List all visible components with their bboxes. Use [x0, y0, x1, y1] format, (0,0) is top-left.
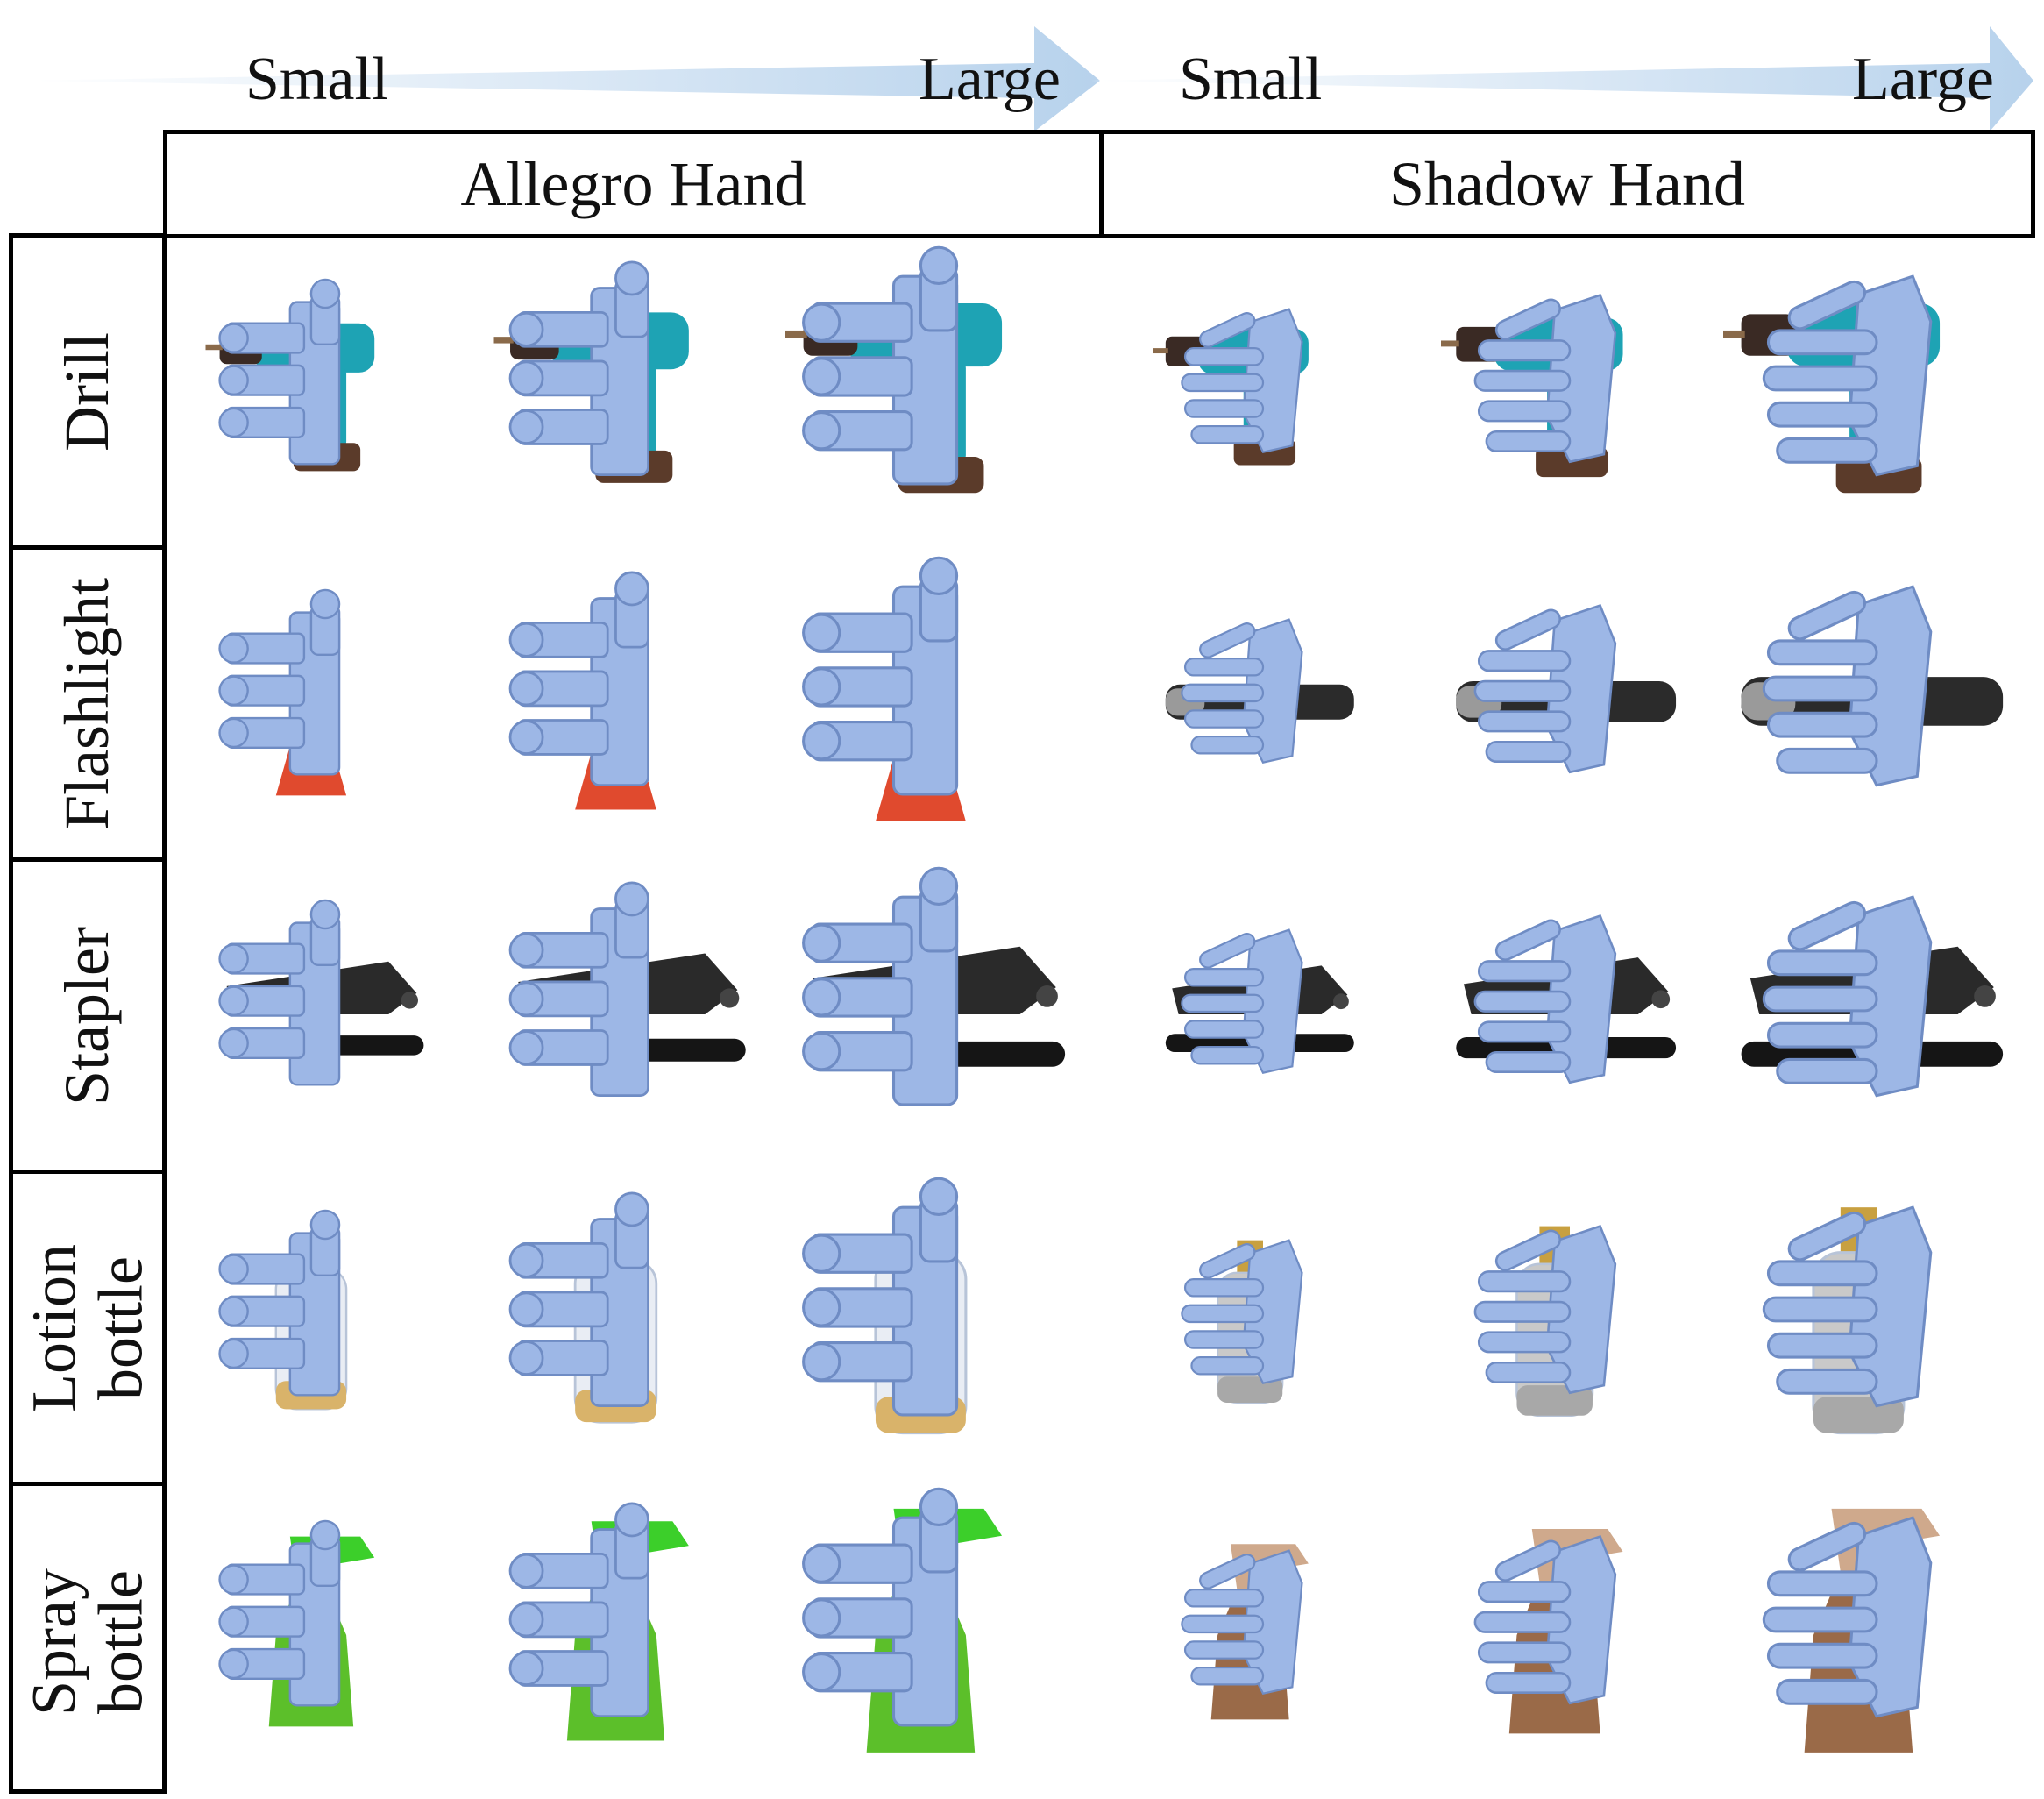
grasp-illustration	[218, 899, 424, 1086]
grasp-image-drill-shadow-3	[1723, 238, 2030, 549]
grasp-image-spray-allegro-3	[785, 1480, 1092, 1790]
row-label-line1: Spray	[18, 1568, 89, 1716]
grasp-image-drill-allegro-2	[479, 238, 785, 549]
grasp-image-flashlight-allegro-1	[172, 549, 479, 859]
allegro-small-label: Small	[245, 46, 389, 113]
grasp-illustration	[1456, 603, 1677, 774]
grasp-illustration	[205, 278, 375, 472]
grasp-illustration	[1473, 1528, 1623, 1734]
shadow-large-label: Large	[1852, 46, 1994, 113]
grasp-illustration	[1723, 274, 1941, 494]
grasp-image-spray-allegro-1	[172, 1480, 479, 1790]
grasp-illustration	[1181, 1239, 1303, 1404]
grasp-image-lotion-allegro-2	[479, 1170, 785, 1480]
grasp-image-lotion-shadow-3	[1723, 1170, 2030, 1480]
grasp-image-drill-shadow-2	[1416, 238, 1723, 549]
grasp-image-drill-shadow-1	[1110, 238, 1416, 549]
grasp-image-stapler-shadow-3	[1723, 859, 2030, 1170]
row-label-drill: Drill	[13, 238, 162, 550]
grasp-illustration	[1762, 1205, 1933, 1435]
grasp-illustration	[508, 571, 656, 810]
grasp-image-flashlight-shadow-1	[1110, 549, 1416, 859]
grasp-image-lotion-shadow-2	[1416, 1170, 1723, 1480]
allegro-hand-header: Allegro Hand	[167, 134, 1104, 234]
grasp-illustration	[1153, 308, 1309, 466]
grasp-image-spray-allegro-2	[479, 1480, 785, 1790]
shadow-scale-arrow	[1091, 26, 2033, 132]
allegro-scale-arrow	[26, 26, 1100, 132]
grasp-image-spray-shadow-2	[1416, 1480, 1723, 1790]
grasp-image-lotion-allegro-1	[172, 1170, 479, 1480]
scale-arrows	[26, 26, 2033, 132]
shadow-hand-header: Shadow Hand	[1389, 148, 1745, 219]
grasp-illustration	[1741, 585, 2004, 787]
grasp-illustration	[802, 1487, 1003, 1753]
grasp-illustration	[218, 1519, 375, 1727]
grasp-image-stapler-shadow-1	[1110, 859, 1416, 1170]
row-label-line1: Flashlight	[52, 577, 123, 830]
grasp-image-grid	[172, 238, 2039, 1790]
grasp-illustration	[802, 1177, 968, 1435]
grasp-image-flashlight-shadow-3	[1723, 549, 2030, 859]
grasp-illustration	[1441, 293, 1623, 478]
grasp-illustration	[1165, 618, 1354, 764]
grasp-image-stapler-allegro-2	[479, 859, 785, 1170]
grasp-image-spray-shadow-1	[1110, 1480, 1416, 1790]
grasp-illustration	[493, 260, 689, 483]
grasp-image-flashlight-allegro-2	[479, 549, 785, 859]
row-label-line2: bottle	[85, 1570, 155, 1714]
grasp-image-flashlight-shadow-2	[1416, 549, 1723, 859]
grasp-illustration	[1181, 1544, 1309, 1720]
grasp-illustration	[218, 588, 347, 796]
grasp-image-stapler-allegro-3	[785, 859, 1092, 1170]
grasp-illustration	[1473, 1224, 1617, 1418]
grasp-illustration	[785, 245, 1003, 494]
grasp-image-drill-allegro-1	[172, 238, 479, 549]
grasp-illustration	[508, 881, 746, 1098]
grasp-illustration	[802, 556, 966, 821]
grasp-image-lotion-shadow-1	[1110, 1170, 1416, 1480]
row-label-line2: bottle	[85, 1255, 155, 1400]
column-header: Allegro Hand Shadow Hand	[163, 130, 2035, 238]
grasp-illustration	[1165, 928, 1354, 1074]
shadow-small-label: Small	[1179, 46, 1323, 113]
grasp-image-lotion-allegro-3	[785, 1170, 1092, 1480]
grasp-illustration	[508, 1191, 658, 1424]
row-label-line1: Drill	[52, 331, 123, 452]
grasp-image-flashlight-allegro-3	[785, 549, 1092, 859]
row-label-line1: Lotion	[18, 1243, 89, 1412]
grasp-image-stapler-shadow-2	[1416, 859, 1723, 1170]
grasp-image-stapler-allegro-1	[172, 859, 479, 1170]
row-label-text: Flashlight	[52, 577, 123, 830]
row-label-flashlight: Flashlight	[13, 550, 162, 862]
grasp-image-spray-shadow-3	[1723, 1480, 2030, 1790]
grasp-illustration	[508, 1502, 689, 1741]
row-label-text: Drill	[52, 331, 123, 452]
grasp-illustration	[1762, 1508, 1941, 1753]
row-label-line1: Stapler	[52, 926, 123, 1106]
grasp-image-drill-allegro-3	[785, 238, 1092, 549]
grasp-illustration	[1456, 914, 1677, 1084]
row-label-text: Stapler	[52, 926, 123, 1106]
row-label-stapler: Stapler	[13, 862, 162, 1174]
grasp-illustration	[218, 1209, 348, 1411]
grasp-illustration	[802, 866, 1066, 1106]
grasp-illustration	[1741, 895, 2004, 1098]
allegro-large-label: Large	[919, 46, 1061, 113]
